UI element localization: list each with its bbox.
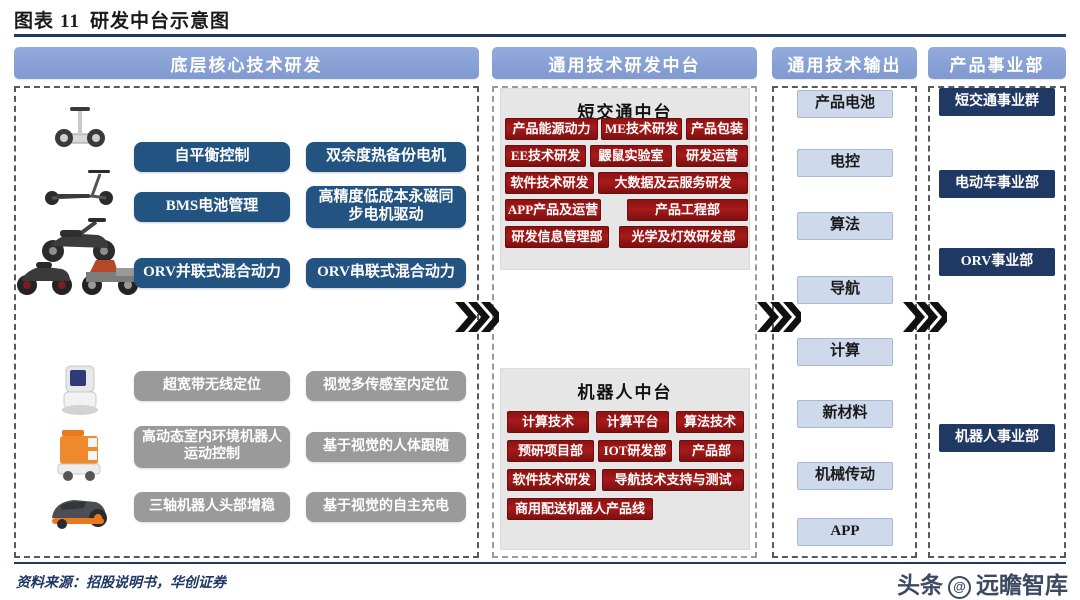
delivery-robot-photo bbox=[48, 424, 110, 484]
output-item-2[interactable]: 电控 bbox=[797, 149, 893, 177]
figure-label: 图表 bbox=[14, 11, 55, 32]
core-box-vehicle-6[interactable]: ORV串联式混合动力 bbox=[306, 258, 466, 288]
source-note: 资料来源：招股说明书，华创证券 bbox=[16, 576, 226, 591]
watermark-left-text: 头条 bbox=[897, 572, 943, 598]
title-divider bbox=[14, 34, 1066, 37]
output-item-5[interactable]: 计算 bbox=[797, 338, 893, 366]
platform-item-r4[interactable]: 预研项目部 bbox=[507, 440, 594, 462]
platform-card-title-robot: 机器人中台 bbox=[577, 383, 673, 402]
platform-item-t3[interactable]: 产品包装 bbox=[686, 118, 748, 140]
platform-item-t12[interactable]: 光学及灯效研发部 bbox=[619, 226, 748, 248]
platform-item-t1[interactable]: 产品能源动力 bbox=[505, 118, 598, 140]
platform-item-t10[interactable]: 产品工程部 bbox=[627, 199, 748, 221]
core-box-vehicle-3[interactable]: BMS电池管理 bbox=[134, 192, 290, 222]
output-item-8[interactable]: APP bbox=[797, 518, 893, 546]
column-header-output: 通用技术输出 bbox=[772, 47, 917, 79]
output-item-6[interactable]: 新材料 bbox=[797, 400, 893, 428]
atv-photo bbox=[14, 254, 76, 298]
platform-item-r8[interactable]: 导航技术支持与测试 bbox=[602, 469, 744, 491]
output-item-4[interactable]: 导航 bbox=[797, 276, 893, 304]
core-box-robot-3[interactable]: 高动态室内环境机器人运动控制 bbox=[134, 426, 290, 468]
platform-item-t4[interactable]: EE技术研发 bbox=[505, 145, 586, 167]
platform-item-r2[interactable]: 计算平台 bbox=[596, 411, 669, 433]
platform-item-r9[interactable]: 商用配送机器人产品线 bbox=[507, 498, 653, 520]
watermark-right-text: 远瞻智库 bbox=[976, 572, 1068, 598]
division-item-3[interactable]: ORV事业部 bbox=[939, 248, 1055, 276]
column-header-division: 产品事业部 bbox=[928, 47, 1066, 79]
triple-chevron-right-icon-2 bbox=[757, 300, 801, 334]
division-item-2[interactable]: 电动车事业部 bbox=[939, 170, 1055, 198]
column-header-core: 底层核心技术研发 bbox=[14, 47, 479, 79]
core-box-vehicle-4[interactable]: 高精度低成本永磁同步电机驱动 bbox=[306, 186, 466, 228]
triple-chevron-right-icon-1 bbox=[455, 300, 499, 334]
footer-divider bbox=[14, 562, 1066, 564]
division-item-1[interactable]: 短交通事业群 bbox=[939, 88, 1055, 116]
platform-item-t5[interactable]: 鼹鼠实验室 bbox=[590, 145, 672, 167]
platform-item-r6[interactable]: 产品部 bbox=[679, 440, 744, 462]
utv-photo bbox=[78, 254, 144, 298]
platform-item-r5[interactable]: IOT研发部 bbox=[598, 440, 672, 462]
core-box-robot-4[interactable]: 基于视觉的人体跟随 bbox=[306, 432, 466, 462]
output-item-7[interactable]: 机械传动 bbox=[797, 462, 893, 490]
core-box-robot-5[interactable]: 三轴机器人头部增稳 bbox=[134, 492, 290, 522]
service-robot-photo bbox=[50, 360, 110, 420]
platform-item-r1[interactable]: 计算技术 bbox=[507, 411, 589, 433]
platform-item-r3[interactable]: 算法技术 bbox=[676, 411, 744, 433]
platform-item-t8[interactable]: 大数据及云服务研发 bbox=[598, 172, 748, 194]
self-balancing-scooter-photo bbox=[44, 104, 116, 152]
division-panel bbox=[928, 86, 1066, 558]
output-item-3[interactable]: 算法 bbox=[797, 212, 893, 240]
triple-chevron-right-icon-3 bbox=[903, 300, 947, 334]
column-header-platform: 通用技术研发中台 bbox=[492, 47, 757, 79]
platform-item-r7[interactable]: 软件技术研发 bbox=[507, 469, 596, 491]
core-box-robot-1[interactable]: 超宽带无线定位 bbox=[134, 371, 290, 401]
core-box-robot-6[interactable]: 基于视觉的自主充电 bbox=[306, 492, 466, 522]
platform-item-t2[interactable]: ME技术研发 bbox=[601, 118, 682, 140]
platform-card-title-transport: 短交通中台 bbox=[577, 103, 673, 122]
kick-scooter-photo bbox=[40, 166, 120, 208]
core-box-vehicle-5[interactable]: ORV并联式混合动力 bbox=[134, 258, 290, 288]
platform-item-t6[interactable]: 研发运营 bbox=[676, 145, 748, 167]
figure-number: 11 bbox=[60, 11, 80, 32]
division-item-4[interactable]: 机器人事业部 bbox=[939, 424, 1055, 452]
figure-title-text: 研发中台示意图 bbox=[89, 11, 230, 32]
core-box-robot-2[interactable]: 视觉多传感室内定位 bbox=[306, 371, 466, 401]
core-box-vehicle-1[interactable]: 自平衡控制 bbox=[134, 142, 290, 172]
platform-item-t11[interactable]: 研发信息管理部 bbox=[505, 226, 609, 248]
electric-moped-photo bbox=[36, 214, 122, 264]
watermark: 头条@远瞻智库 bbox=[897, 566, 1068, 600]
platform-item-t7[interactable]: 软件技术研发 bbox=[505, 172, 594, 194]
lawn-mower-robot-photo bbox=[44, 488, 114, 534]
platform-item-t9[interactable]: APP产品及运营 bbox=[505, 199, 601, 221]
output-item-1[interactable]: 产品电池 bbox=[797, 90, 893, 118]
core-box-vehicle-2[interactable]: 双余度热备份电机 bbox=[306, 142, 466, 172]
